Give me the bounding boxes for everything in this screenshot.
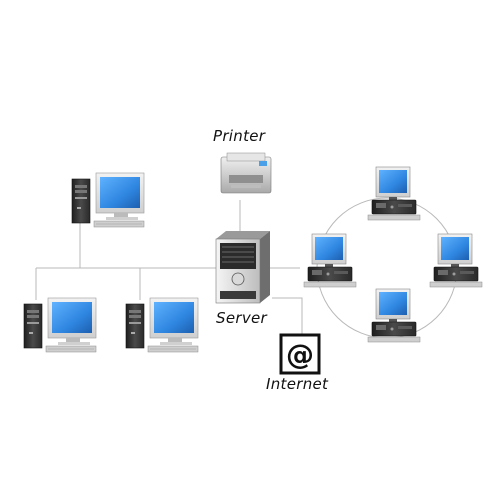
ring-workstation-left xyxy=(303,233,357,288)
ring-workstation-bottom xyxy=(367,288,421,343)
ring-workstation-right xyxy=(429,233,483,288)
printer-icon xyxy=(220,152,272,194)
server-label: Server xyxy=(216,309,267,327)
printer-label: Printer xyxy=(213,127,266,145)
ring-workstation-top xyxy=(367,166,421,221)
server-icon xyxy=(215,231,270,304)
workstation-bottom-left xyxy=(23,297,97,353)
at-sign-icon: @ xyxy=(286,338,314,371)
internet-icon: @ xyxy=(279,333,321,375)
internet-label: Internet xyxy=(266,375,329,393)
workstation-top-left xyxy=(71,172,145,228)
workstation-bottom-middle xyxy=(125,297,199,353)
internet-link-line xyxy=(272,297,303,335)
